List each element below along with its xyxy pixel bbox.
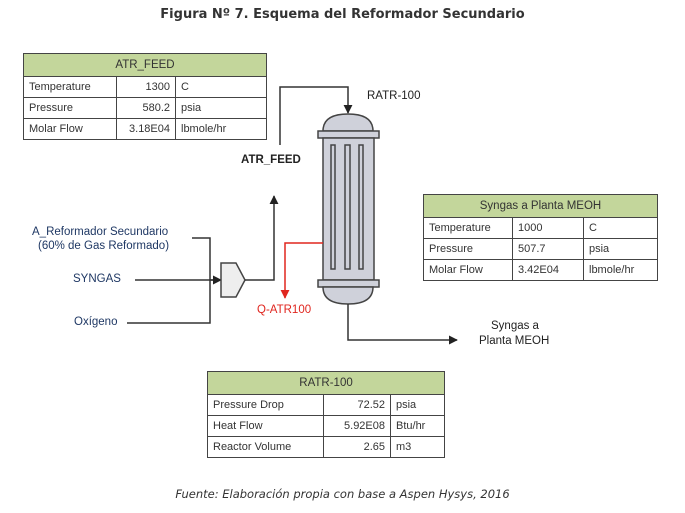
table-row: Molar Flow 3.18E04 lbmole/hr (23, 118, 267, 140)
atr-feed-stream-line-top (279, 86, 353, 145)
value-cell: 3.42E04 (512, 259, 584, 281)
reformador-stream-line (192, 237, 222, 281)
energy-stream-label: Q-ATR100 (257, 304, 312, 316)
oxigeno-label: Oxígeno (74, 316, 118, 328)
table-row: Temperature 1300 C (23, 76, 267, 98)
oxigeno-stream-line (127, 280, 211, 324)
atr-feed-stream-label: ATR_FEED (241, 154, 301, 166)
table-row: Pressure 507.7 psia (423, 238, 658, 260)
table-row: Molar Flow 3.42E04 lbmole/hr (423, 259, 658, 281)
reformador-label-line2: (60% de Gas Reformado) (38, 240, 170, 252)
unit-cell: psia (175, 97, 267, 119)
unit-cell: m3 (390, 436, 445, 458)
reactor-icon (317, 113, 380, 305)
ratr-100-table: RATR-100 Pressure Drop 72.52 psia Heat F… (207, 371, 445, 458)
atr-feed-table-title: ATR_FEED (23, 53, 267, 77)
product-label-line1: Syngas a (491, 320, 539, 332)
unit-cell: lbmole/hr (583, 259, 658, 281)
atr-feed-table: ATR_FEED Temperature 1300 C Pressure 580… (23, 53, 267, 140)
unit-cell: Btu/hr (390, 415, 445, 437)
energy-stream-line (280, 242, 323, 299)
product-stream-line (347, 304, 458, 345)
table-row: Temperature 1000 C (423, 217, 658, 239)
property-cell: Molar Flow (423, 259, 513, 281)
syngas-label: SYNGAS (73, 273, 121, 285)
unit-cell: lbmole/hr (175, 118, 267, 140)
table-row: Pressure Drop 72.52 psia (207, 394, 445, 416)
unit-cell: psia (390, 394, 445, 416)
syngas-meoh-table-title: Syngas a Planta MEOH (423, 194, 658, 218)
property-cell: Molar Flow (23, 118, 117, 140)
reactor-label: RATR-100 (367, 90, 421, 102)
reformador-label-line1: A_Reformador Secundario (32, 226, 169, 238)
mixer-icon (220, 262, 246, 298)
figure-caption: Fuente: Elaboración propia con base a As… (175, 487, 510, 501)
value-cell: 2.65 (323, 436, 391, 458)
atr-feed-stream-line (245, 195, 279, 281)
value-cell: 3.18E04 (116, 118, 176, 140)
ratr-100-table-title: RATR-100 (207, 371, 445, 395)
syngas-meoh-table: Syngas a Planta MEOH Temperature 1000 C … (423, 194, 658, 281)
product-label-line2: Planta MEOH (479, 335, 550, 347)
table-row: Reactor Volume 2.65 m3 (207, 436, 445, 458)
property-cell: Pressure (23, 97, 117, 119)
table-row: Heat Flow 5.92E08 Btu/hr (207, 415, 445, 437)
value-cell: 72.52 (323, 394, 391, 416)
figure-title: Figura Nº 7. Esquema del Reformador Secu… (160, 7, 525, 22)
